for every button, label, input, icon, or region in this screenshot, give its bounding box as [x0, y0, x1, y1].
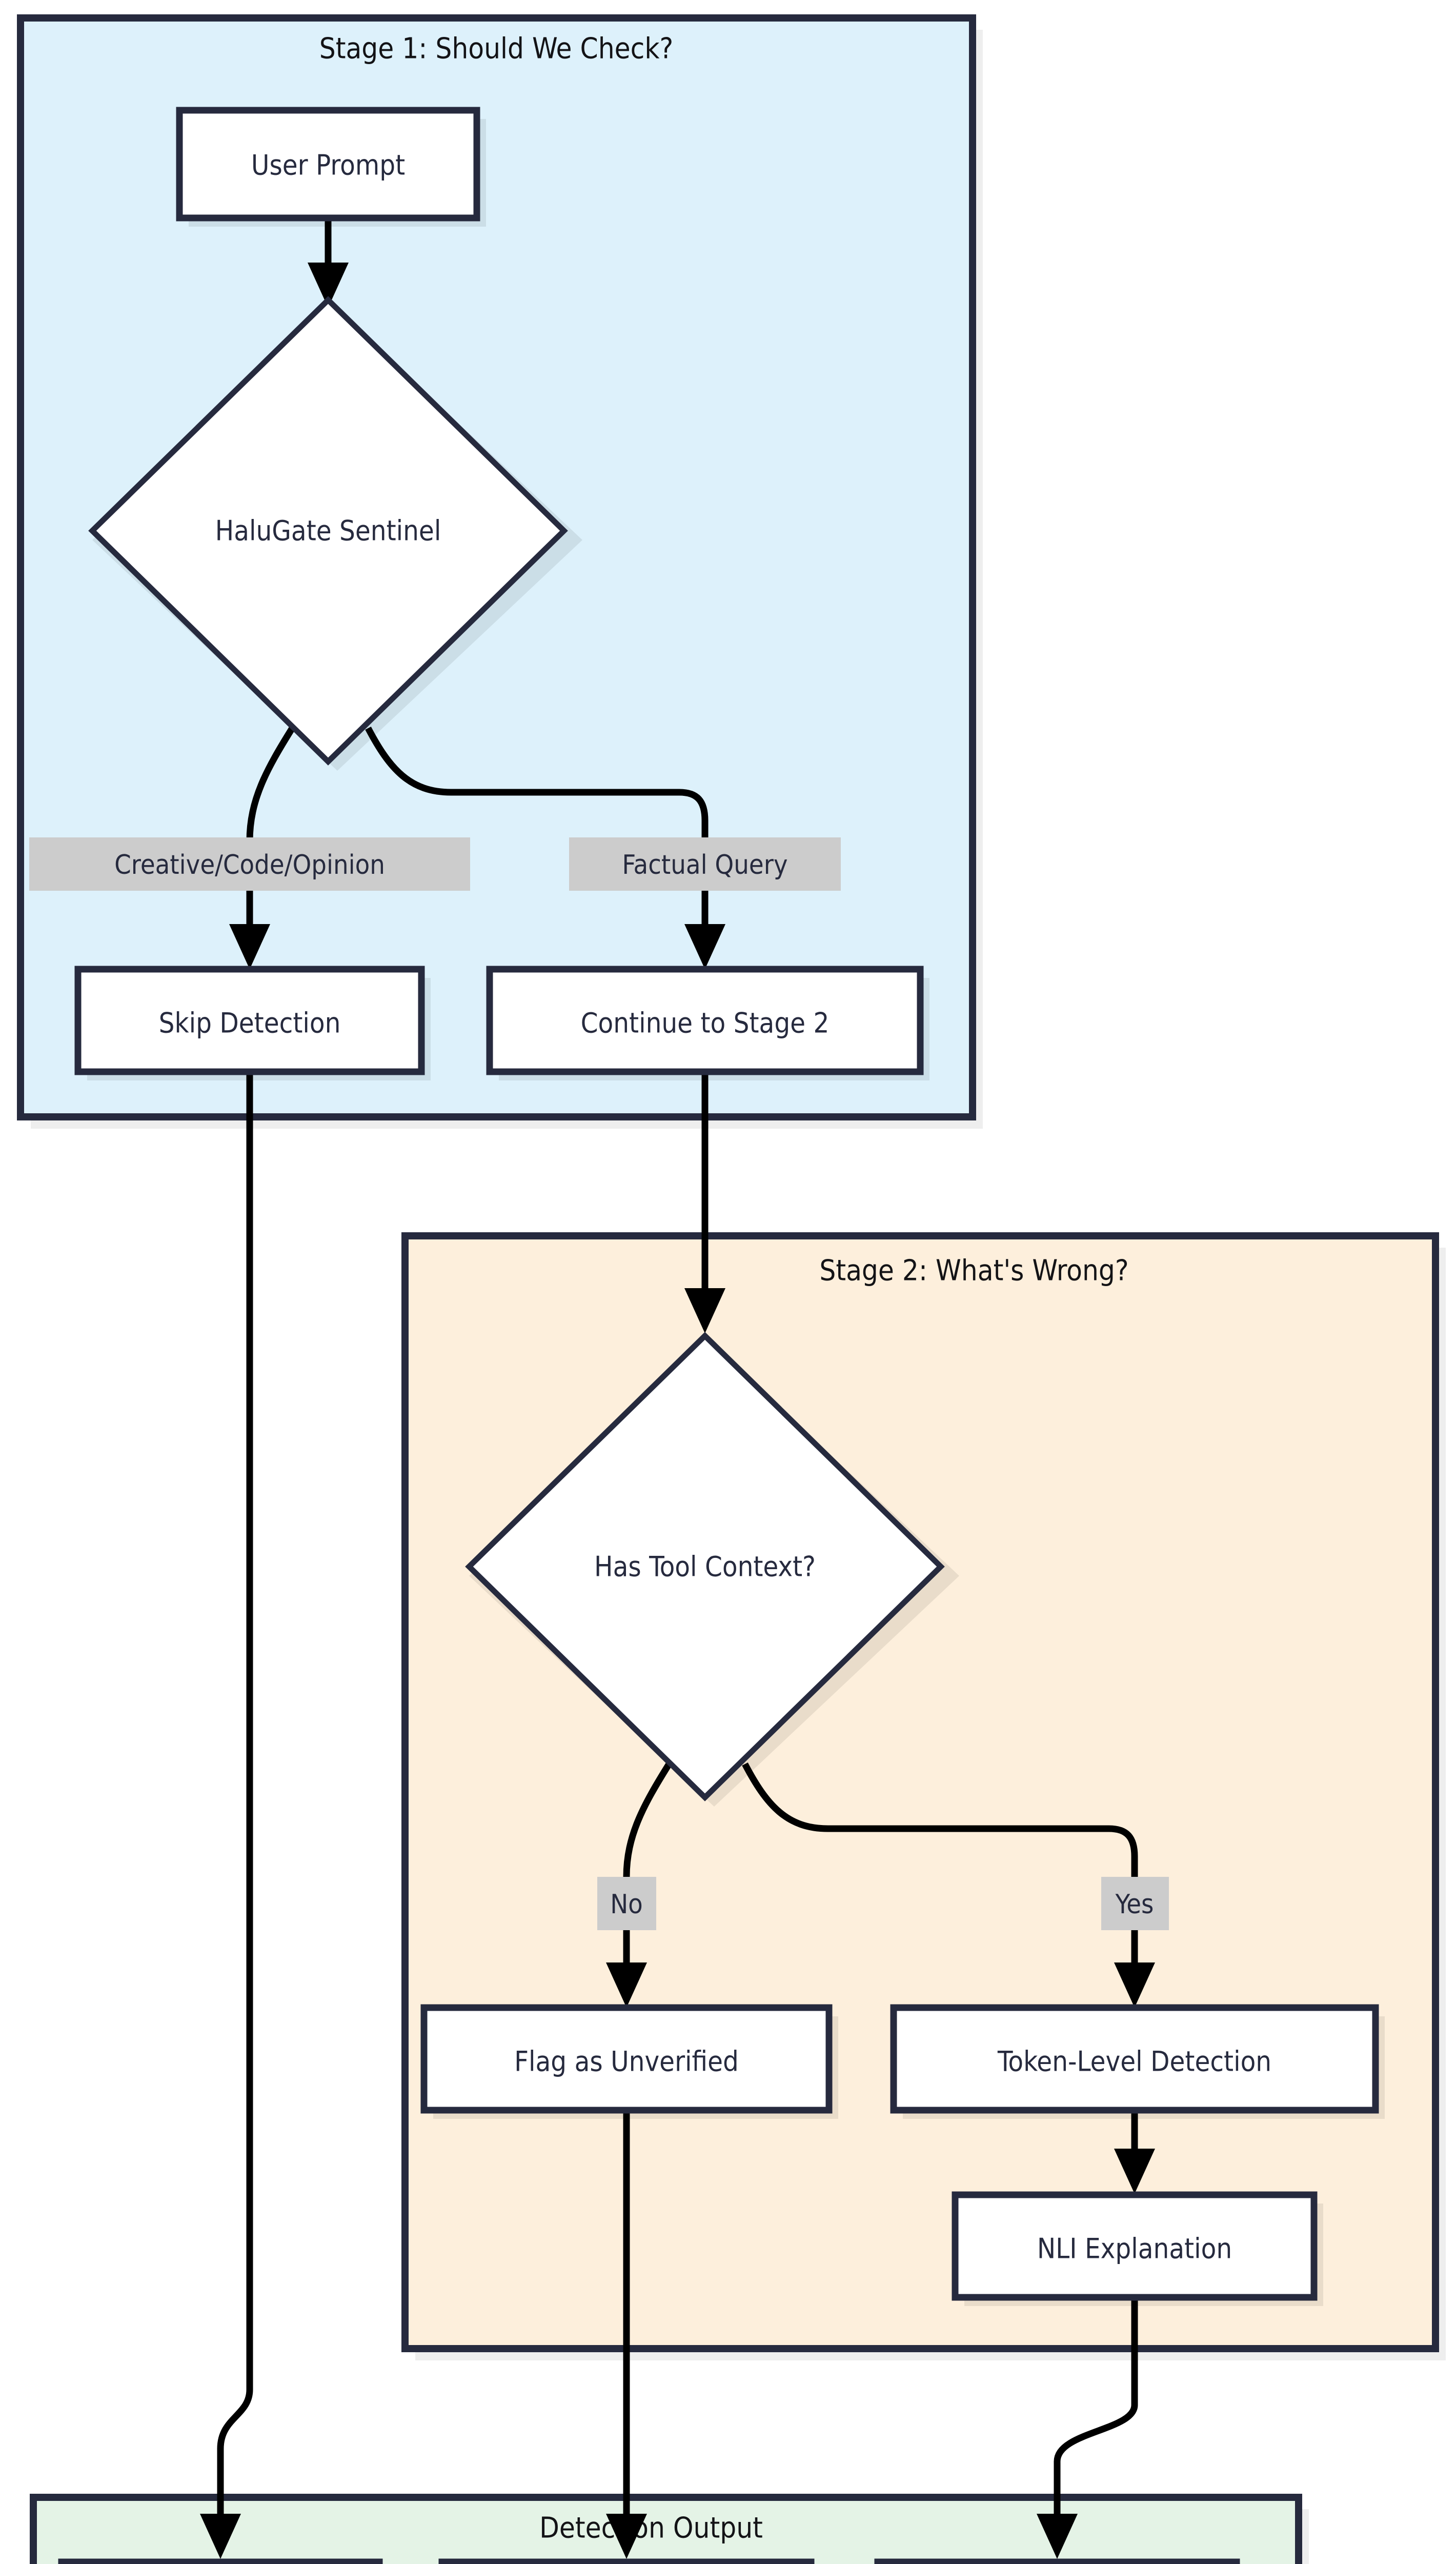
- edge-label-no-text: No: [610, 1889, 643, 1920]
- node-token-level-detection[interactable]: Token-Level Detection: [890, 2004, 1385, 2119]
- edge-continue-to-has-tool: [684, 1072, 725, 1333]
- node-warning-header[interactable]: Warning Header: [438, 2558, 820, 2564]
- edge-label-no: No: [597, 1877, 656, 1930]
- edge-user-prompt-to-halugate: [308, 218, 349, 308]
- node-pass-through[interactable]: Pass Through: [58, 2558, 389, 2564]
- edge-skip-to-pass-through: [200, 1072, 253, 2559]
- edge-has-tool-to-flag: [606, 1762, 672, 2008]
- node-skip-detection[interactable]: Skip Detection: [74, 966, 431, 1080]
- node-continue-to-stage-2[interactable]: Continue to Stage 2: [486, 966, 929, 1080]
- edge-nli-to-detailed-report: [1037, 2297, 1138, 2559]
- cluster-output: Detection Output: [30, 2494, 1309, 2564]
- node-halugate-sentinel[interactable]: HaluGate Sentinel: [88, 296, 582, 771]
- node-nli-explanation-label: NLI Explanation: [1037, 2233, 1232, 2265]
- node-flag-as-unverified[interactable]: Flag as Unverified: [420, 2004, 838, 2119]
- edge-label-yes-text: Yes: [1115, 1889, 1154, 1920]
- node-user-prompt-label: User Prompt: [251, 149, 405, 182]
- cluster-output-title: Detection Output: [539, 2512, 763, 2545]
- cluster-stage1-title: Stage 1: Should We Check?: [319, 32, 674, 66]
- node-detailed-report[interactable]: Detailed Report: [874, 2558, 1246, 2564]
- edge-label-factual-query-text: Factual Query: [622, 850, 787, 880]
- edge-has-tool-to-token: [742, 1762, 1155, 2008]
- edge-flag-to-warning-header: [606, 2110, 647, 2559]
- edge-token-to-nli: [1114, 2110, 1155, 2194]
- node-has-tool-context[interactable]: Has Tool Context?: [465, 1332, 959, 1807]
- cluster-output-rect: [30, 2494, 1302, 2564]
- edge-label-factual-query: Factual Query: [569, 837, 841, 891]
- node-skip-detection-label: Skip Detection: [159, 1007, 341, 1039]
- node-continue-to-stage-2-label: Continue to Stage 2: [581, 1007, 830, 1039]
- node-halugate-sentinel-label: HaluGate Sentinel: [215, 515, 441, 547]
- node-nli-explanation[interactable]: NLI Explanation: [952, 2191, 1323, 2306]
- cluster-stage2-title: Stage 2: What's Wrong?: [819, 1254, 1128, 1288]
- node-token-level-detection-label: Token-Level Detection: [997, 2046, 1271, 2078]
- node-user-prompt[interactable]: User Prompt: [176, 107, 486, 227]
- node-has-tool-context-label: Has Tool Context?: [594, 1551, 816, 1583]
- cluster-stage2: Stage 2: What's Wrong?: [401, 1232, 1446, 2360]
- edge-halugate-to-continue: [365, 726, 725, 969]
- edge-halugate-to-skip: [229, 726, 295, 969]
- cluster-stage2-rect: [401, 1232, 1439, 2352]
- edge-label-yes: Yes: [1101, 1877, 1169, 1930]
- edge-label-creative-code-opinion-text: Creative/Code/Opinion: [114, 850, 385, 880]
- edge-label-creative-code-opinion: Creative/Code/Opinion: [29, 837, 470, 891]
- node-flag-as-unverified-label: Flag as Unverified: [514, 2046, 739, 2078]
